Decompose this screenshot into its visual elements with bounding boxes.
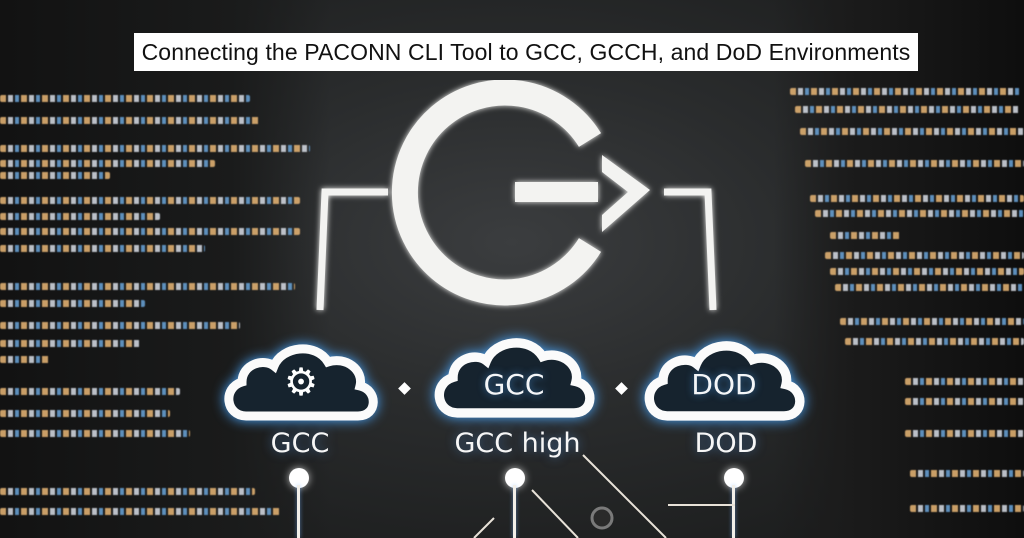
code-panel-left [0, 0, 330, 538]
connector-wire [297, 485, 300, 538]
connector-dot [505, 468, 525, 488]
connector-dot [724, 468, 744, 488]
connector-wire [513, 485, 516, 538]
cloud-inner-text: DOD [691, 368, 757, 401]
cloud-label-gcc: GCC [270, 428, 330, 459]
cloud-node-gcc[interactable]: ⚙ [218, 336, 383, 431]
cloud-label-gcc-high: GCC high [454, 428, 581, 459]
cloud-node-gcc-high[interactable]: GCC [428, 328, 600, 430]
cloud-label-dod: DOD [694, 428, 758, 459]
cloud-icon [434, 338, 595, 418]
connector-dot [289, 468, 309, 488]
cloud-node-dod[interactable]: DOD [638, 332, 810, 432]
cloud-icon [644, 341, 805, 421]
cloud-icon [224, 344, 378, 421]
gear-icon: ⚙ [284, 360, 319, 404]
title-caption: Connecting the PACONN CLI Tool to GCC, G… [134, 33, 918, 71]
cloud-inner-text: GCC [483, 368, 545, 401]
connector-wire [732, 485, 735, 538]
g-arrow-logo-icon [316, 80, 717, 311]
page-title: Connecting the PACONN CLI Tool to GCC, G… [141, 38, 911, 65]
ring-icon [590, 506, 614, 530]
